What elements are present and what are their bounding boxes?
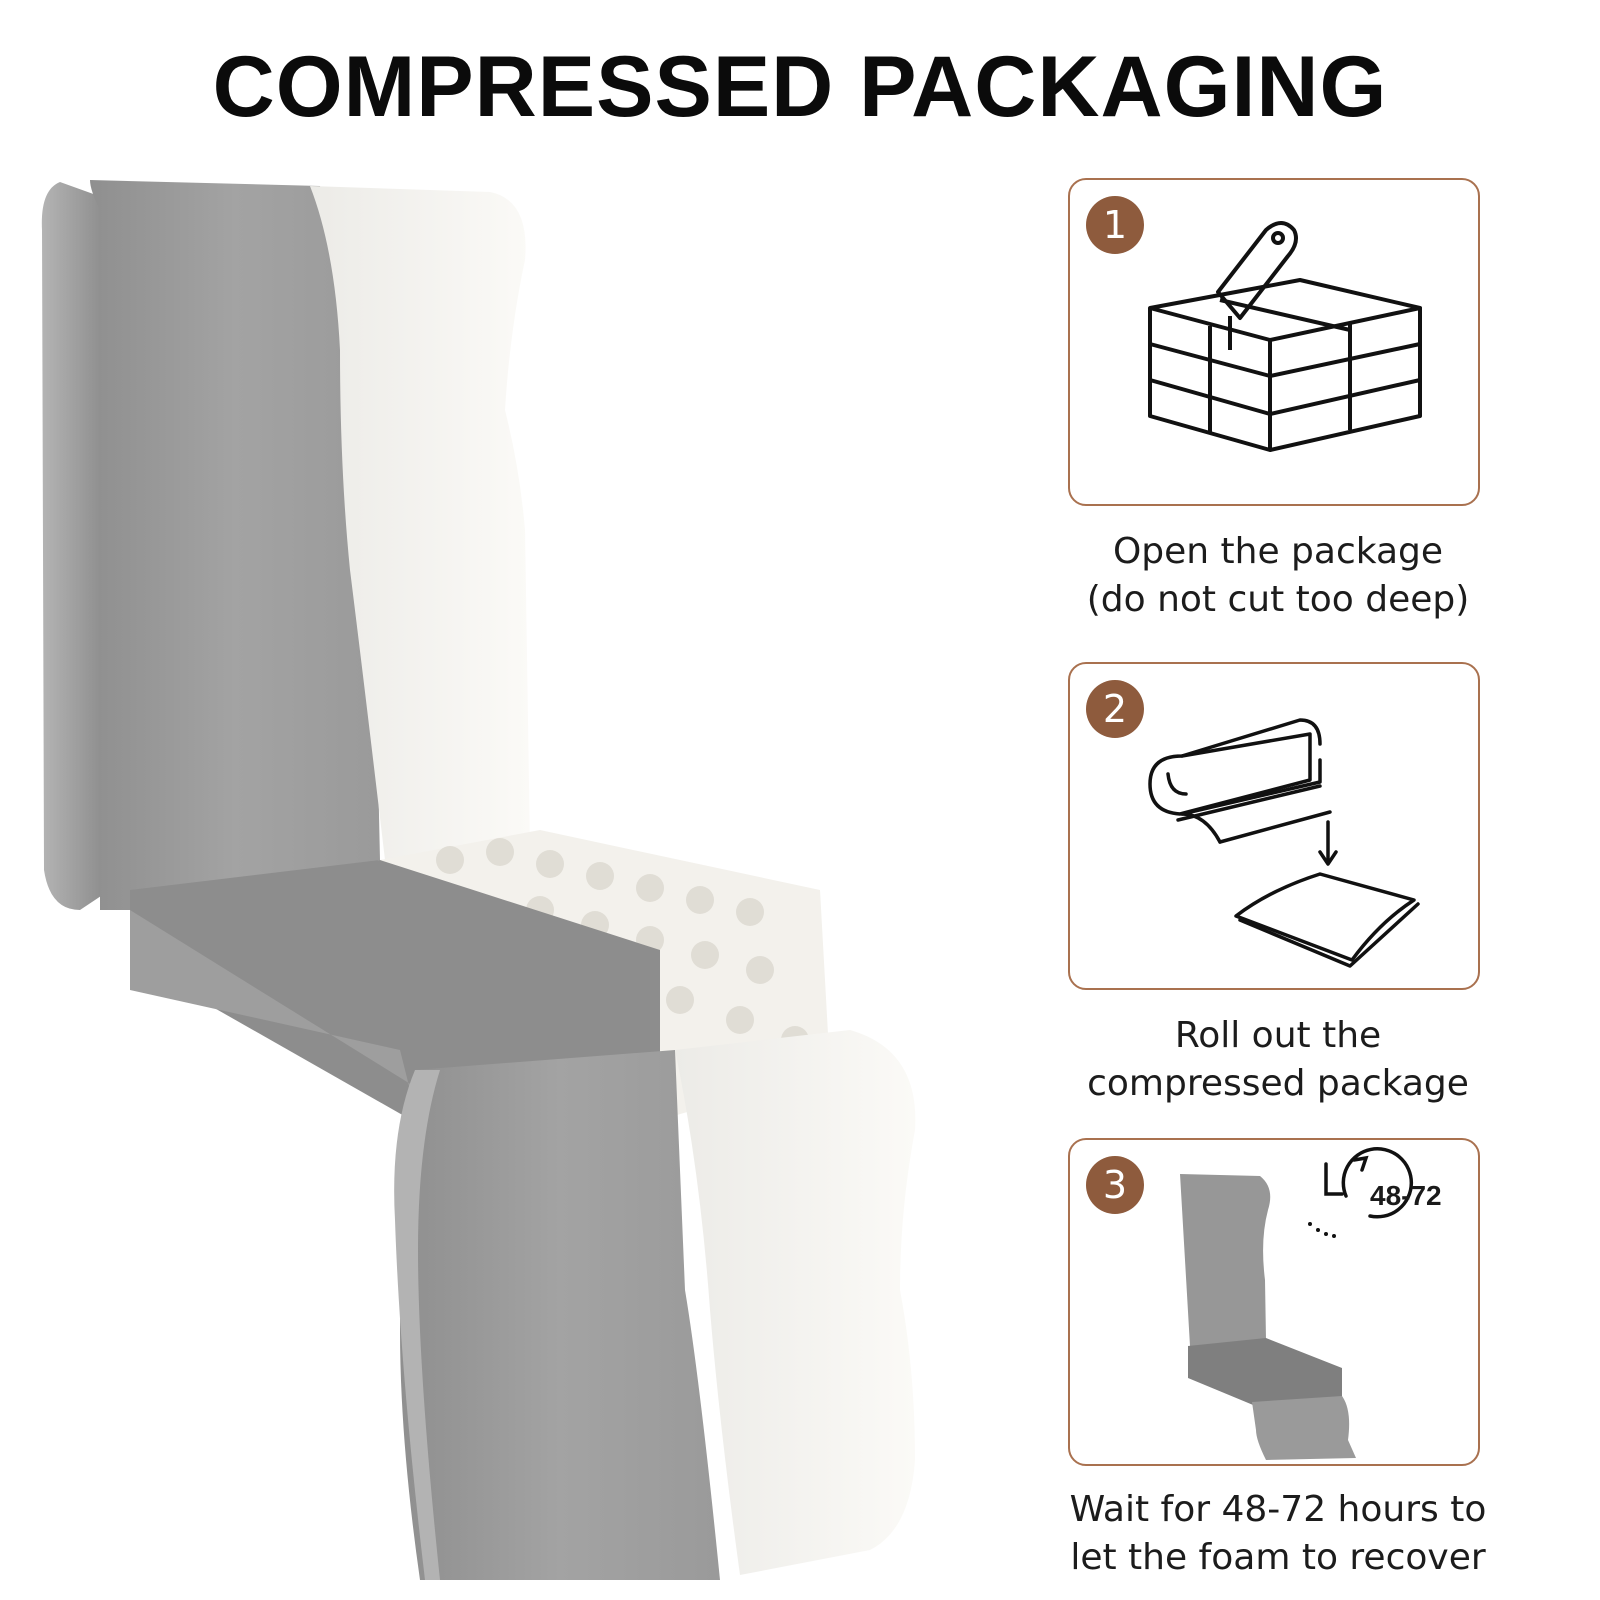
- rolled-foam-icon: [1148, 718, 1420, 968]
- step-1-card: 1: [1068, 178, 1480, 506]
- step-1-caption: Open the package (do not cut too deep): [1086, 531, 1470, 620]
- step-3-caption: Wait for 48-72 hours to let the foam to …: [1069, 1489, 1487, 1578]
- step-2-caption: Roll out the compressed package: [1087, 1015, 1469, 1104]
- timer-label: 48-72: [1370, 1180, 1442, 1211]
- wedge-pillow-image: [41, 180, 916, 1580]
- step-2-card: 2: [1068, 662, 1480, 990]
- step-3-card: 48-72 3: [1068, 1138, 1480, 1466]
- step-3-badge: 3: [1086, 1156, 1144, 1214]
- step-2-badge: 2: [1086, 680, 1144, 738]
- mini-pillow-image: [1180, 1147, 1414, 1460]
- page-title: COMPRESSED PACKAGING: [212, 39, 1388, 135]
- cut-box-icon: [1148, 221, 1422, 452]
- step-1-badge: 1: [1086, 196, 1144, 254]
